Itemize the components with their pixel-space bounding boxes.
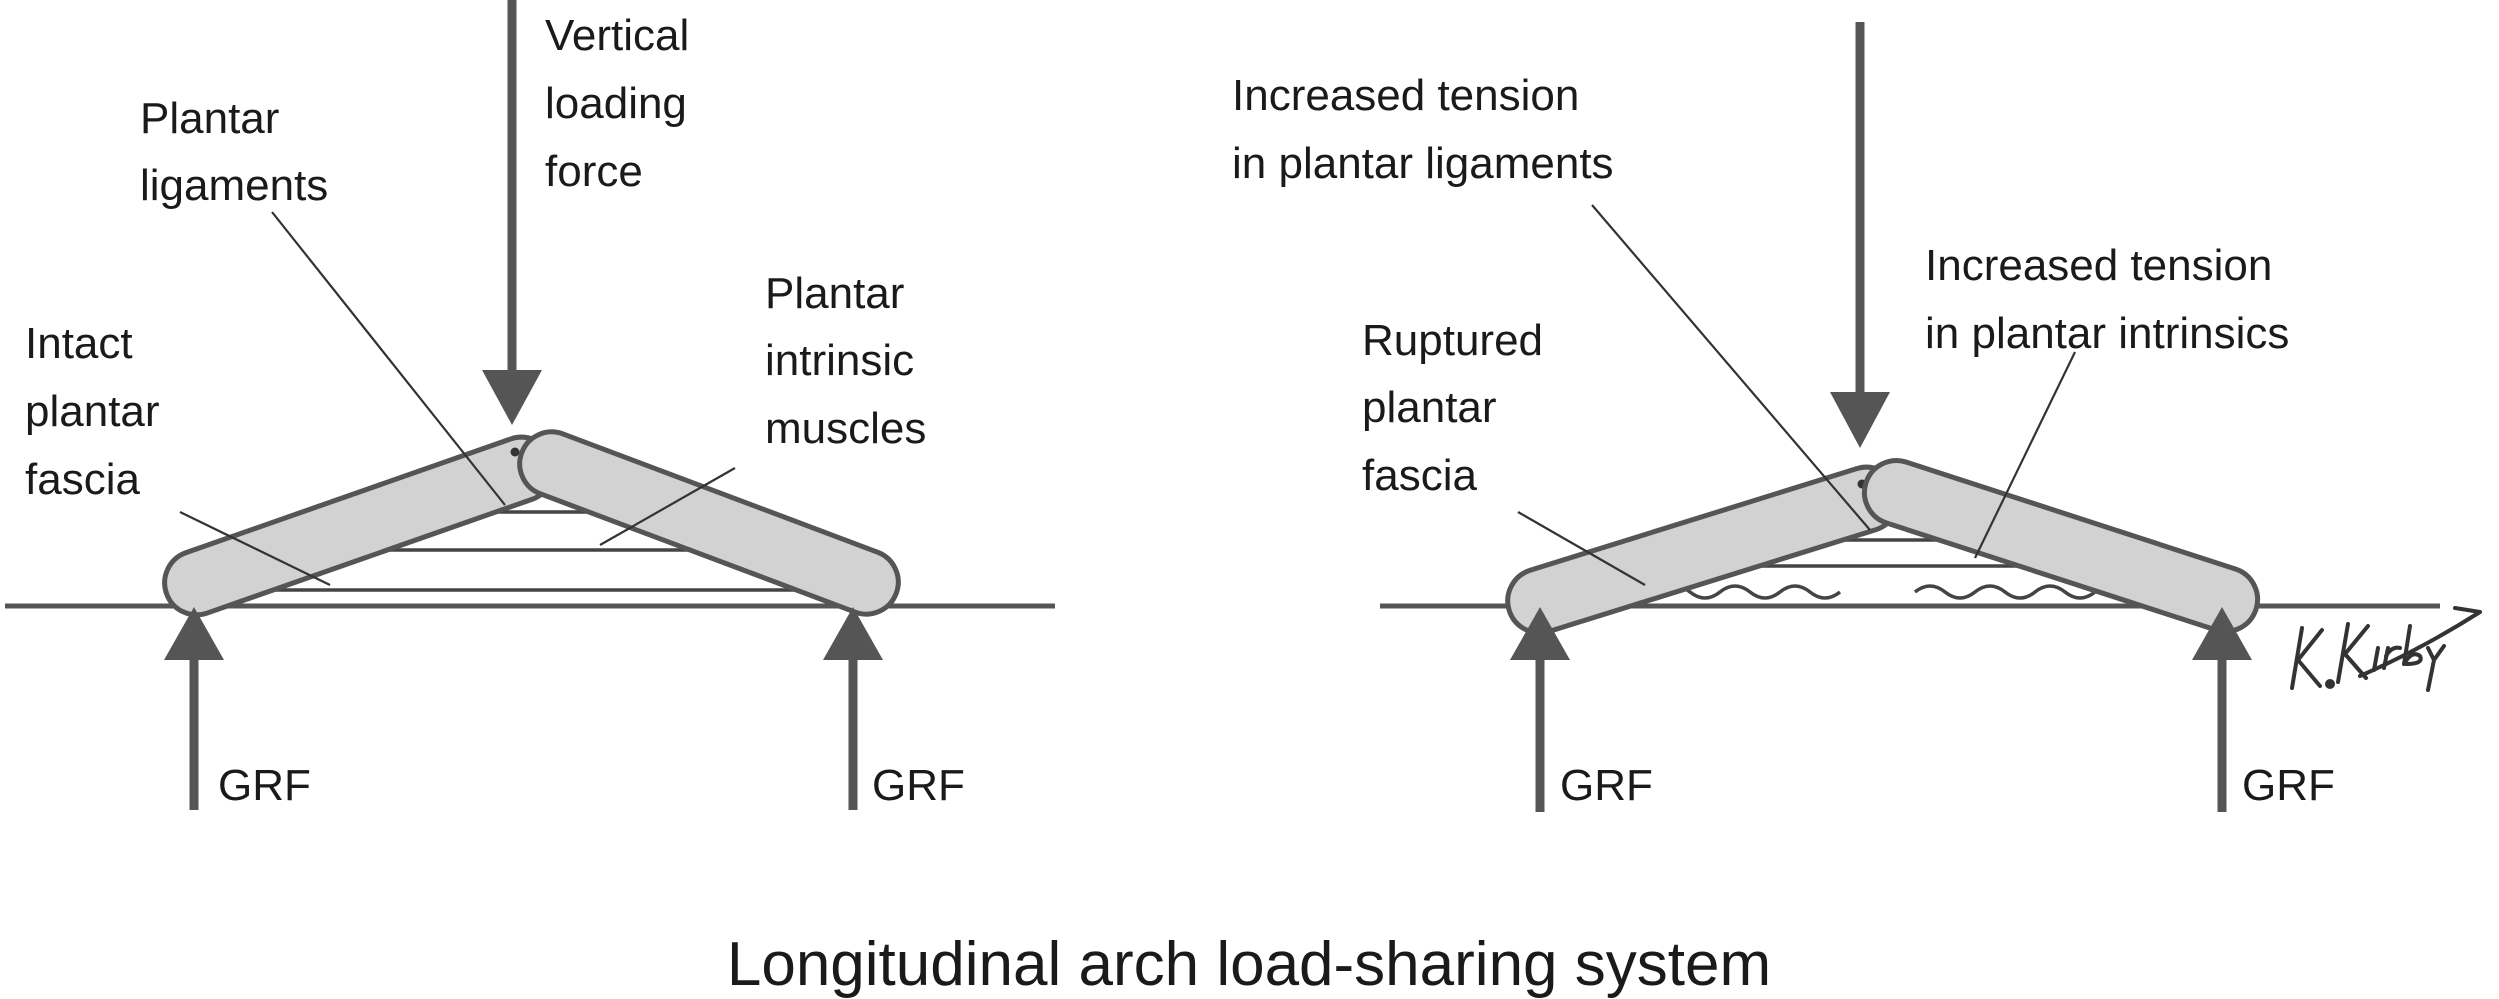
left-ligaments-leader: [271, 211, 506, 506]
right-grf-label-heel: GRF: [1560, 761, 1653, 810]
left-grf-arrow-heel: [164, 607, 224, 810]
left-intact-fascia-label: Intact plantar fascia: [25, 319, 172, 504]
right-ruptured-fascia-label: Ruptured plantar fascia: [1362, 316, 1555, 500]
left-vertical-force-arrow: [482, 0, 542, 425]
left-grf-arrow-forefoot: [823, 607, 883, 810]
artist-signature: [2290, 606, 2482, 692]
right-intrinsics-leader: [1974, 351, 2076, 559]
right-grf-arrow-forefoot: [2192, 607, 2252, 812]
right-vertical-force-arrow: [1830, 22, 1890, 448]
left-panel: Vertical loading force Plantar ligaments…: [5, 0, 1055, 810]
left-plantar-ligaments-label: Plantar ligaments: [140, 94, 328, 210]
figure-caption: Longitudinal arch load-sharing system: [727, 930, 1771, 999]
right-grf-arrow-heel: [1510, 607, 1570, 812]
right-forefoot-bone: [1861, 458, 2261, 634]
left-fascia-leader: [179, 511, 331, 586]
left-plantar-intrinsic-label: Plantar intrinsic muscles: [765, 269, 926, 453]
left-grf-label-forefoot: GRF: [872, 761, 965, 810]
right-grf-label-forefoot: GRF: [2242, 761, 2335, 810]
left-rearfoot-bone: [162, 434, 556, 618]
right-ligaments-tension-label: Increased tension in plantar ligaments: [1232, 71, 1614, 188]
right-intrinsics-tension-label: Increased tension in plantar intrinsics: [1925, 241, 2289, 358]
left-forefoot-bone: [517, 429, 901, 617]
right-ligaments-leader: [1591, 204, 1871, 531]
right-rearfoot-bone: [1505, 464, 1901, 636]
left-intrinsic-leader: [599, 467, 736, 546]
left-vertical-force-label: Vertical loading force: [545, 11, 702, 196]
right-fascia-leader: [1517, 511, 1646, 586]
right-panel: Increased tension in plantar ligaments I…: [1232, 22, 2482, 812]
left-grf-label-heel: GRF: [218, 761, 311, 810]
